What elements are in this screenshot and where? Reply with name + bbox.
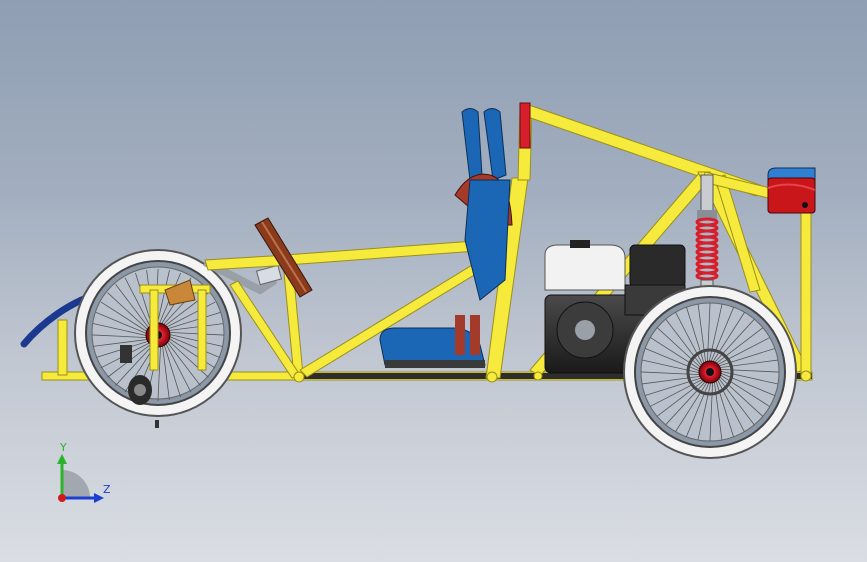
spoke xyxy=(708,303,723,365)
spoke xyxy=(709,307,735,365)
rear-brake-disc xyxy=(686,348,734,396)
spoke xyxy=(165,337,209,378)
z-axis-arrow xyxy=(94,493,104,503)
spoke xyxy=(156,269,170,328)
driver-seat[interactable] xyxy=(379,108,513,369)
spoke xyxy=(91,334,151,339)
spoke xyxy=(162,341,181,398)
front-post xyxy=(57,319,68,376)
steering-wheel[interactable] xyxy=(254,217,313,298)
spring-coil xyxy=(695,271,719,281)
spoke xyxy=(162,301,216,330)
origin-dot xyxy=(58,494,66,502)
spoke xyxy=(665,379,708,426)
spoke xyxy=(164,323,224,332)
spoke xyxy=(716,375,755,426)
spoke xyxy=(161,341,170,401)
roll-hoop-top xyxy=(519,102,531,149)
frame-nodes xyxy=(293,370,812,383)
spoke xyxy=(717,374,764,417)
spoke xyxy=(165,336,216,369)
spoke xyxy=(675,379,709,432)
spoke xyxy=(165,331,225,336)
z-axis-label: Z xyxy=(103,483,111,496)
front-suspension xyxy=(120,258,283,428)
spoke xyxy=(645,347,703,373)
spoke xyxy=(709,379,714,442)
engine-fuel-tank xyxy=(544,244,626,291)
spoke xyxy=(686,307,706,366)
spoke xyxy=(650,337,703,371)
spoke xyxy=(115,284,152,332)
spoke xyxy=(697,303,707,366)
spoke xyxy=(157,342,162,402)
spoke xyxy=(717,368,780,373)
spoke xyxy=(163,339,192,393)
spoke xyxy=(706,302,711,365)
spoke xyxy=(165,333,224,347)
spoke xyxy=(641,375,704,385)
y-axis-arrow xyxy=(57,454,67,464)
spoke xyxy=(645,376,704,396)
spoke xyxy=(716,348,775,368)
spoke xyxy=(164,312,221,331)
coordinate-triad: Y Z xyxy=(57,441,111,503)
shock-spring xyxy=(695,217,719,281)
spoke xyxy=(697,379,712,441)
spoke xyxy=(714,337,770,367)
spoke xyxy=(717,370,779,385)
spoke xyxy=(124,277,153,331)
spoke xyxy=(717,373,770,407)
spoke xyxy=(685,379,711,437)
spoke xyxy=(675,312,705,368)
spoke xyxy=(107,292,151,333)
spoke xyxy=(713,327,764,366)
spoke xyxy=(641,359,703,374)
spoke xyxy=(716,359,779,369)
spoke xyxy=(92,338,152,347)
rear-wheel-spokes xyxy=(640,302,780,442)
spoke xyxy=(717,371,775,397)
spoke xyxy=(115,342,156,386)
spoke xyxy=(711,312,745,365)
spoke xyxy=(640,371,703,376)
spoke xyxy=(100,301,151,334)
chassis-floor-rail xyxy=(41,371,813,381)
spoke xyxy=(164,338,201,386)
rear-fuel-box[interactable] xyxy=(767,167,816,214)
spoke xyxy=(95,311,151,336)
spoke xyxy=(712,318,755,365)
spoke xyxy=(665,318,704,369)
spoke xyxy=(714,378,734,437)
spoke xyxy=(92,323,151,337)
spoke xyxy=(713,378,723,441)
rear-wheel[interactable] xyxy=(623,285,797,459)
spoke xyxy=(656,327,703,370)
spoke xyxy=(656,378,707,417)
spoke xyxy=(715,376,745,432)
y-axis-label: Y xyxy=(59,441,67,454)
spoke xyxy=(165,334,221,359)
spoke xyxy=(650,377,706,407)
